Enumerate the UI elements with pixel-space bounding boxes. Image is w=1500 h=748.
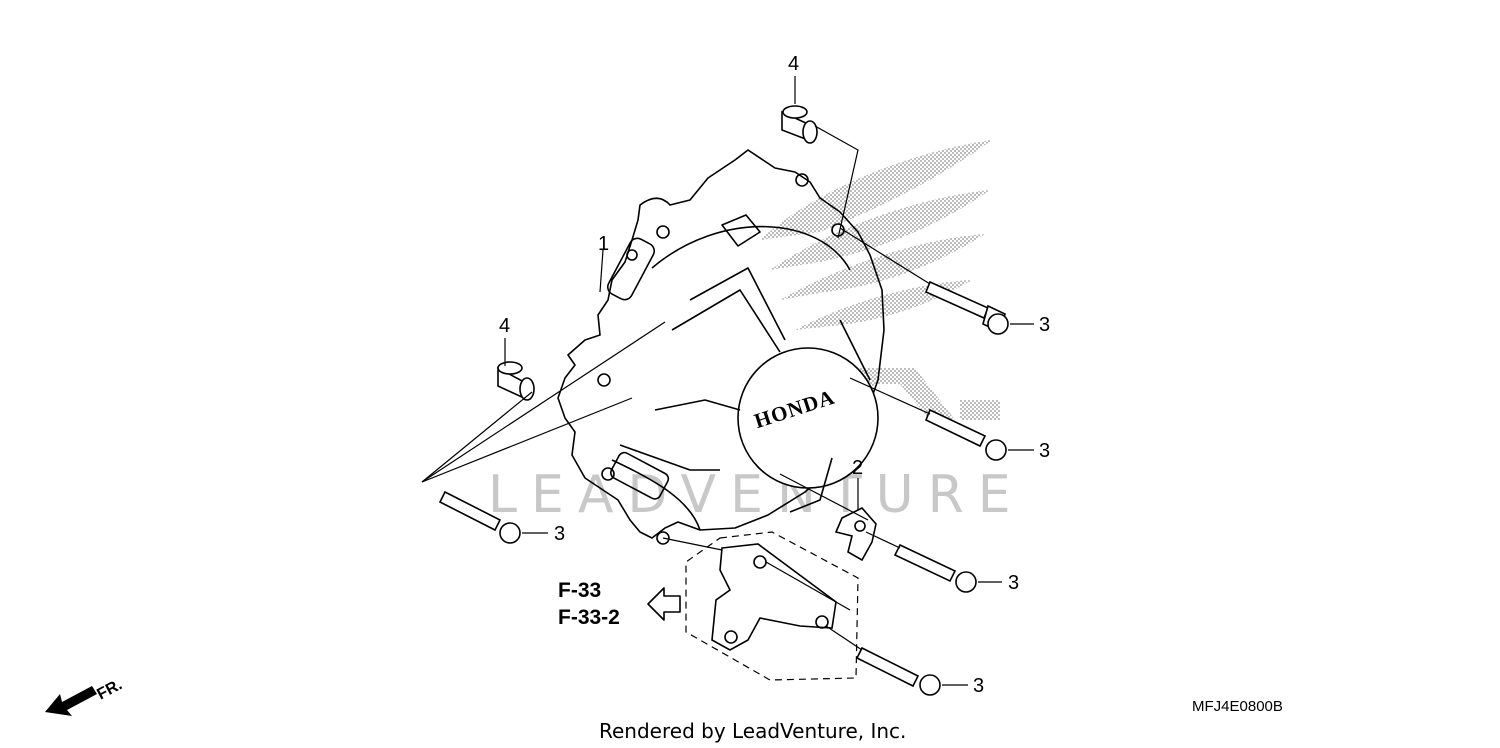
flange-bolt-1	[924, 280, 1009, 335]
leader-lines	[421, 76, 1034, 686]
reference-f-33[interactable]: F-33	[558, 579, 601, 602]
callout-part-3-a: 3	[1039, 314, 1050, 336]
reference-f-33-2[interactable]: F-33-2	[558, 606, 620, 629]
arrow-front-icon	[45, 686, 97, 716]
callout-part-3-c: 3	[554, 523, 565, 545]
diagram-code: MFJ4E0800B	[1192, 698, 1283, 715]
watermark-text: LEADVENTURE	[488, 465, 1025, 525]
bracket-assembly	[685, 531, 859, 681]
callout-part-2: 2	[852, 457, 863, 479]
flange-bolt-4	[893, 543, 977, 593]
flange-bolt-3	[438, 490, 521, 544]
callout-part-3-b: 3	[1039, 440, 1050, 462]
callout-part-3-d: 3	[1008, 572, 1019, 594]
cable-clamp	[834, 507, 877, 562]
reference-arrow-icon	[647, 587, 681, 621]
callout-part-3-e: 3	[973, 675, 984, 697]
dowel-pin-upper	[781, 105, 818, 144]
callout-part-1: 1	[598, 233, 609, 255]
callout-part-4-a: 4	[788, 53, 799, 75]
flange-bolt-5	[855, 646, 941, 696]
front-label: FR.	[94, 676, 125, 703]
callout-part-4-b: 4	[499, 315, 510, 337]
dowel-pin-left	[497, 361, 535, 401]
flange-bolt-2	[924, 408, 1007, 461]
footer-credit: Rendered by LeadVenture, Inc.	[599, 719, 906, 743]
